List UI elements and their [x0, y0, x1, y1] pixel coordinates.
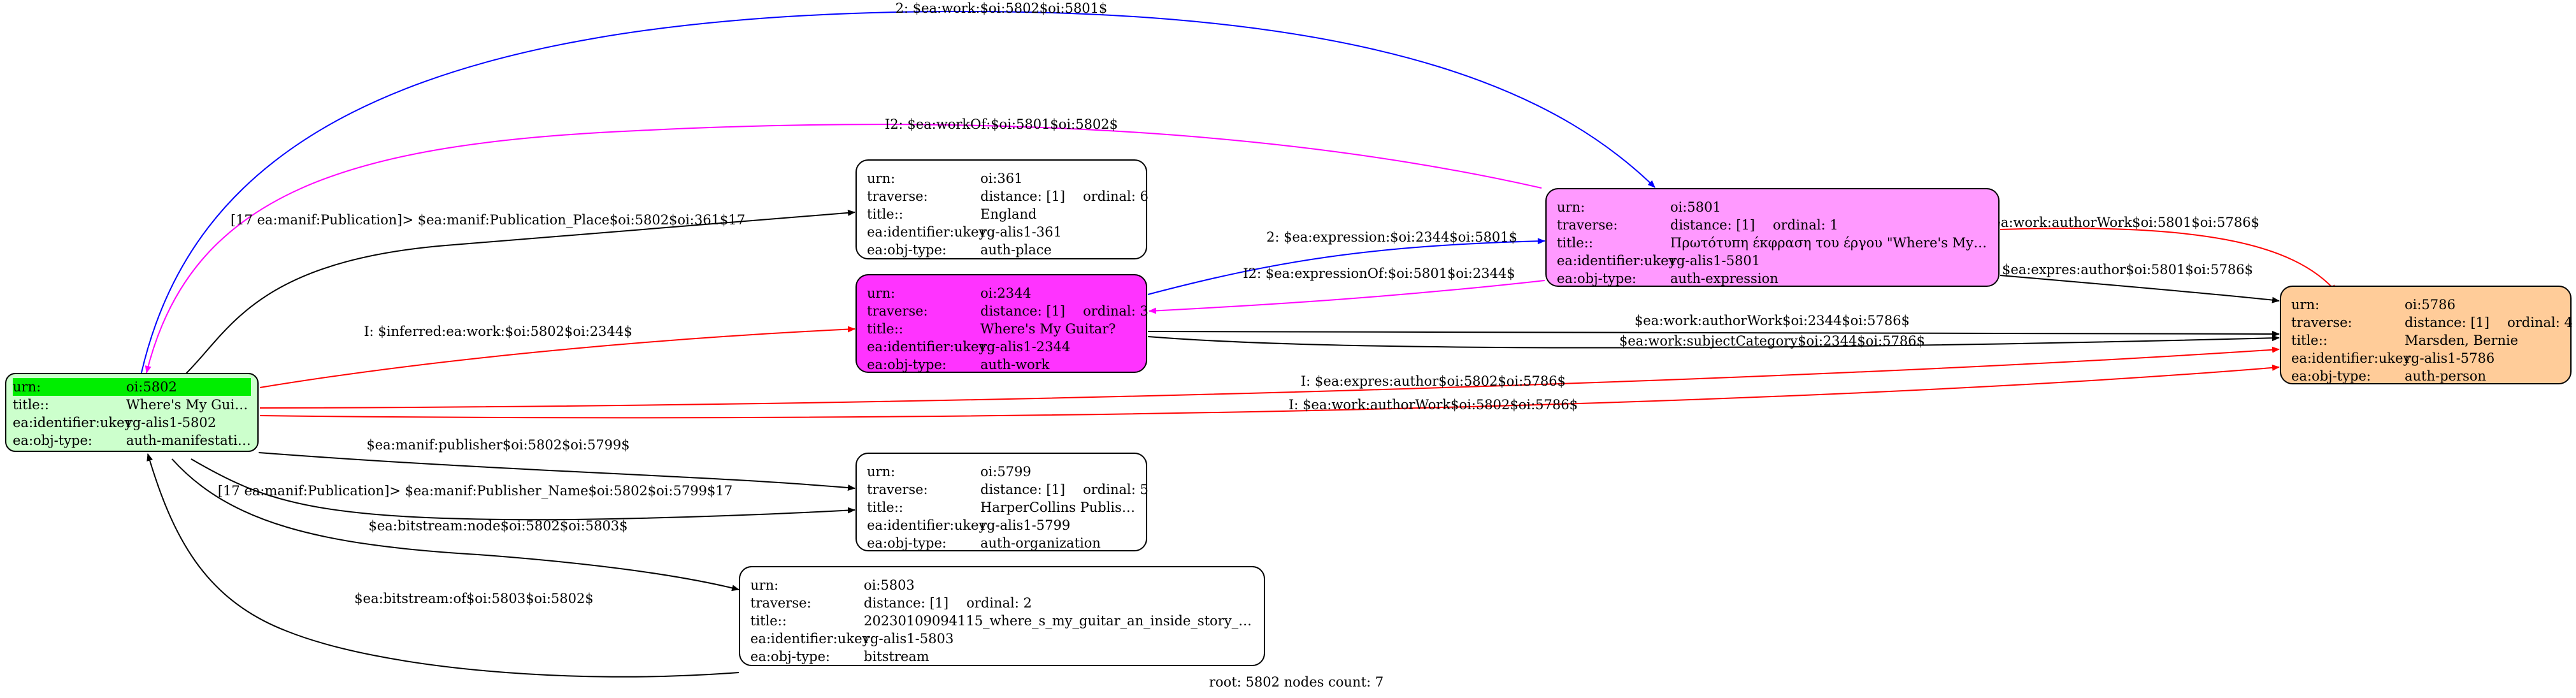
edge-label-expression-2344-5801: 2: $ea:expression:$oi:2344$oi:5801$ [1266, 229, 1517, 245]
node-row-type: ea:obj-type:auth-manifestation [13, 433, 251, 448]
node-361[interactable]: urn:oi:361 traverse:distance: [1]ordinal… [855, 159, 1148, 259]
edge-authorwork-5801-5786 [2000, 228, 2337, 293]
node-row-type: ea:obj-type:auth-person [2291, 368, 2486, 384]
node-row-title: title::England [867, 207, 1037, 222]
node-row-urn: urn:oi:2344 [867, 286, 1031, 301]
edge-label-authorwork-2344-5786: $ea:work:authorWork$oi:2344$oi:5786$ [1635, 313, 1910, 328]
node-row-traverse: traverse:distance: [1]ordinal: 3 [867, 303, 1148, 319]
edge-publisher-5802-5799 [258, 452, 855, 491]
edge-authorwork-5802-5786 [259, 364, 2280, 419]
node-row-title: title::Πρωτότυπη έκφραση του έργου "Wher… [1557, 235, 1988, 251]
node-5802[interactable]: urn:oi:5802 title::Where's My Guitar? ea… [5, 373, 259, 452]
edge-expresauthor-5801-5786 [2000, 275, 2280, 303]
edge-label-authorwork-5802-5786: I: $ea:work:authorWork$oi:5802$oi:5786$ [1289, 397, 1578, 412]
node-row-title: title::Where's My Guitar? [13, 397, 251, 412]
node-row-urn: urn:oi:5802 [13, 378, 251, 396]
edge-subjectcat-2344-5786 [1147, 335, 2280, 349]
node-row-urn: urn:oi:5803 [750, 578, 915, 593]
node-row-title: title::20230109094115_where_s_my_guitar_… [750, 613, 1254, 629]
edge-label-subjectcat-2344-5786: $ea:work:subjectCategory$oi:2344$oi:5786… [1619, 333, 1925, 349]
node-row-traverse: traverse:distance: [1]ordinal: 2 [750, 595, 1032, 611]
edge-label-place-5802-361: [17 ea:manif:Publication]> $ea:manif:Pub… [231, 212, 745, 228]
node-row-title: title::Where's My Guitar? [867, 321, 1116, 337]
edge-authorwork-2344-5786 [1147, 330, 2280, 337]
edge-expressionof-5801-2344 [1148, 280, 1545, 314]
node-row-urn: urn:oi:5799 [867, 464, 1031, 479]
edge-inferred-5802-2344 [259, 326, 855, 388]
node-5801[interactable]: urn:oi:5801 traverse:distance: [1]ordina… [1545, 188, 2000, 287]
node-row-traverse: traverse:distance: [1]ordinal: 1 [1557, 217, 1838, 233]
edge-expression-2344-5801 [1147, 238, 1545, 295]
edge-label-expresauthor-5801-5786: $ea:expres:author$oi:5801$oi:5786$ [2002, 262, 2253, 277]
edge-label-publisher-5802-5799: $ea:manif:publisher$oi:5802$oi:5799$ [366, 437, 629, 453]
edge-workof-5801-5802 [145, 124, 1542, 374]
node-row-traverse: traverse:distance: [1]ordinal: 5 [867, 482, 1148, 497]
node-row-type: ea:obj-type:auth-organization [867, 535, 1101, 551]
node-row-type: ea:obj-type:auth-place [867, 242, 1052, 258]
edge-label-workof-5801-5802: I2: $ea:workOf:$oi:5801$oi:5802$ [885, 117, 1118, 132]
node-row-title: title::HarperCollins Publishers [867, 500, 1136, 515]
edge-place-5802-361 [184, 209, 855, 375]
edge-bitstream-5802-5803 [171, 458, 740, 592]
edge-pubname-5802-5799 [190, 458, 855, 521]
node-row-traverse: traverse:distance: [1]ordinal: 4 [2291, 315, 2573, 330]
edge-label-pubname-5802-5799: [17 ea:manif:Publication]> $ea:manif:Pub… [218, 483, 733, 498]
node-row-urn: urn:oi:5801 [1557, 200, 1721, 215]
edge-label-work-5802-5801: 2: $ea:work:$oi:5802$oi:5801$ [896, 1, 1108, 16]
node-row-type: ea:obj-type:auth-expression [1557, 271, 1778, 286]
node-row-urn: urn:oi:5786 [2291, 297, 2456, 312]
node-row-traverse: traverse:distance: [1]ordinal: 6 [867, 189, 1148, 204]
node-row-type: ea:obj-type:bitstream [750, 649, 929, 664]
node-row-urn: urn:oi:361 [867, 171, 1023, 186]
node-2344[interactable]: urn:oi:2344 traverse:distance: [1]ordina… [855, 274, 1148, 373]
node-row-title: title::Marsden, Bernie [2291, 333, 2519, 348]
edge-label-inferred-5802-2344: I: $inferred:ea:work:$oi:5802$oi:2344$ [364, 324, 632, 339]
node-row-type: ea:obj-type:auth-work [867, 357, 1050, 372]
graph-caption: root: 5802 nodes count: 7 [1209, 674, 1384, 690]
edge-expresauthor-5802-5786 [259, 346, 2280, 409]
edge-label-expressionof-5801-2344: I2: $ea:expressionOf:$oi:5801$oi:2344$ [1243, 266, 1515, 281]
edge-label-expresauthor-5802-5786: I: $ea:expres:author$oi:5802$oi:5786$ [1301, 374, 1566, 389]
node-5799[interactable]: urn:oi:5799 traverse:distance: [1]ordina… [855, 453, 1148, 551]
edge-label-authorwork-5801-5786: I: $ea:work:authorWork$oi:5801$oi:5786$ [1970, 215, 2259, 230]
node-5803[interactable]: urn:oi:5803 traverse:distance: [1]ordina… [739, 566, 1265, 666]
edge-label-bitstream-5802-5803: $ea:bitstream:node$oi:5802$oi:5803$ [368, 518, 627, 534]
edge-label-bitstreamof-5803-5802: $ea:bitstream:of$oi:5803$oi:5802$ [354, 591, 593, 606]
edge-bitstreamof-5803-5802 [147, 453, 740, 678]
node-5786[interactable]: urn:oi:5786 traverse:distance: [1]ordina… [2280, 286, 2573, 384]
edge-work-5802-5801 [141, 10, 1656, 374]
